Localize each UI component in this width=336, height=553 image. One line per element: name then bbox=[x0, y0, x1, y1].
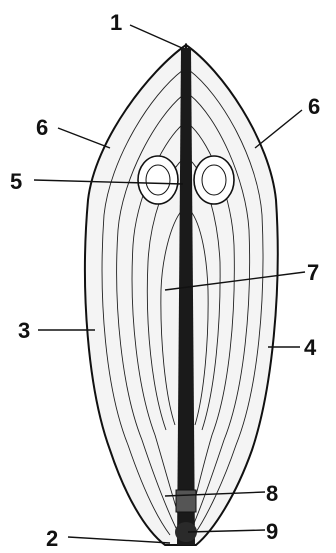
leader-2 bbox=[68, 537, 170, 543]
label-9: 9 bbox=[266, 519, 278, 544]
label-7: 7 bbox=[307, 260, 319, 285]
label-2: 2 bbox=[46, 526, 58, 551]
left-valve bbox=[85, 45, 186, 545]
leader-1 bbox=[130, 25, 182, 48]
label-1: 1 bbox=[110, 10, 122, 35]
right-valve bbox=[186, 45, 278, 545]
left-umbo bbox=[138, 156, 178, 204]
leader-6-right bbox=[255, 110, 302, 148]
label-3: 3 bbox=[18, 318, 30, 343]
label-5: 5 bbox=[10, 169, 22, 194]
ligament-segment bbox=[176, 490, 196, 512]
label-6-left: 6 bbox=[36, 115, 48, 140]
label-8: 8 bbox=[266, 481, 278, 506]
right-umbo bbox=[194, 156, 234, 204]
label-6-right: 6 bbox=[308, 94, 320, 119]
label-4: 4 bbox=[304, 335, 317, 360]
leader-6-left bbox=[58, 128, 110, 148]
